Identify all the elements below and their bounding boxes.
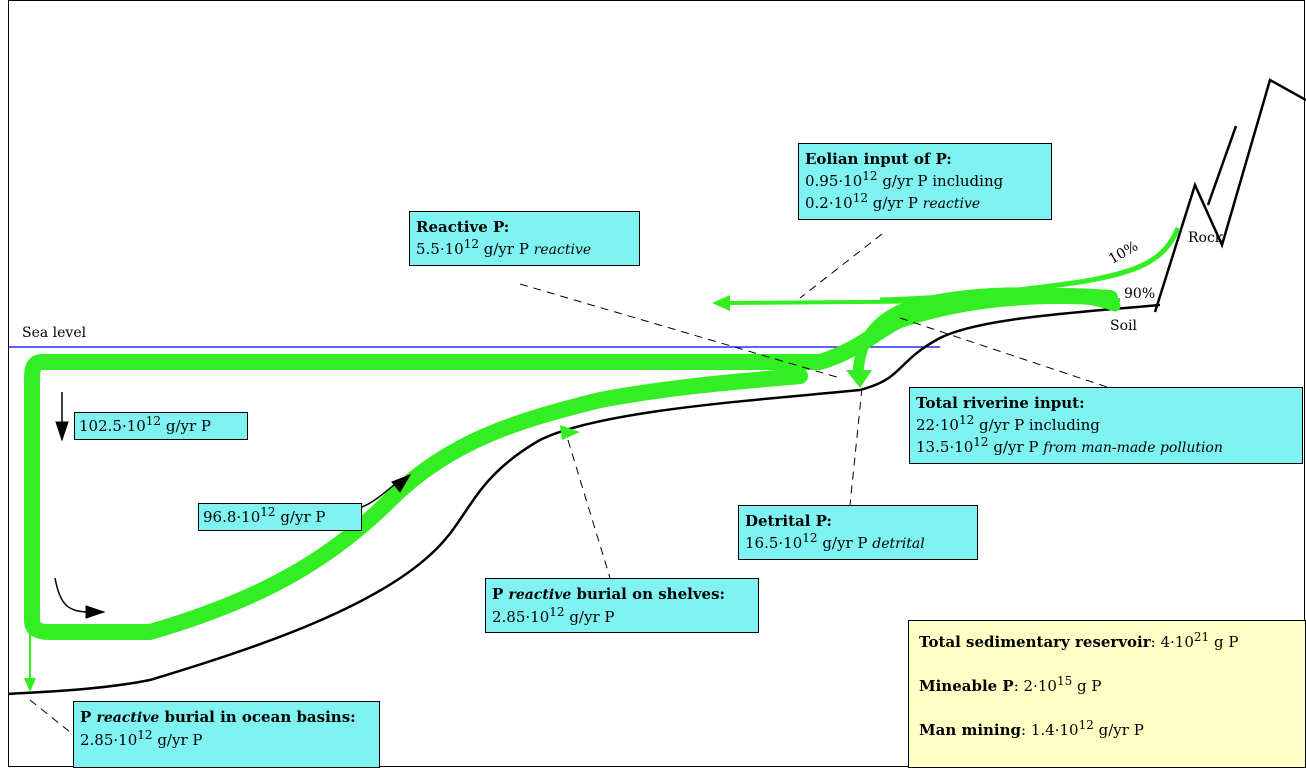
seafloor-profile	[7, 303, 1161, 696]
leader-lines	[29, 233, 1111, 741]
mountain-slope	[1206, 125, 1238, 206]
man-mining-row: Man mining: 1.4·1012 g/yr P	[919, 718, 1144, 739]
rock-label: Rock	[1188, 230, 1224, 246]
ocean-basin-burial-title: P reactive burial in ocean basins:	[80, 708, 356, 726]
phosphorus-flows	[24, 227, 1181, 692]
downward-flux-box: 102.5·1012 g/yr P	[74, 412, 248, 440]
soil-to-sea-arc	[852, 287, 1121, 378]
main-flow-loop	[24, 288, 1118, 640]
total-sedimentary-row: Total sedimentary reservoir: 4·1021 g P	[919, 630, 1239, 651]
eolian-title: Eolian input of P:	[805, 150, 952, 168]
ocean-basin-burial-box: P reactive burial in ocean basins: 2.85·…	[73, 701, 380, 768]
riverine-title: Total riverine input:	[916, 394, 1085, 412]
sedimentary-reservoir-box: Total sedimentary reservoir: 4·1021 g P …	[908, 620, 1306, 768]
riverine-input-box: Total riverine input: 22·1012 g/yr P inc…	[909, 387, 1303, 464]
sea-level-label: Sea level	[22, 325, 87, 341]
upward-flux-box: 96.8·1012 g/yr P	[198, 503, 362, 531]
shelf-arrowhead	[560, 425, 580, 440]
detrital-p-box: Detrital P: 16.5·1012 g/yr P detrital	[738, 505, 978, 560]
soil-label: Soil	[1110, 318, 1137, 334]
percent-90-label: 90%	[1124, 286, 1156, 302]
rock-flow	[879, 227, 1181, 303]
mineable-row: Mineable P: 2·1015 g P	[919, 674, 1102, 695]
mountain-outline	[1153, 78, 1306, 313]
soil-to-sea-arrowhead	[846, 370, 872, 388]
eolian-input-box: Eolian input of P: 0.95·1012 g/yr P incl…	[798, 143, 1052, 220]
reactive-title: Reactive P:	[416, 218, 510, 236]
shelf-burial-title: P reactive burial on shelves:	[492, 585, 726, 603]
flux-arrows	[54, 392, 412, 619]
basin-burial-arrowhead	[24, 678, 36, 692]
shelf-burial-box: P reactive burial on shelves: 2.85·1012 …	[485, 578, 759, 633]
eolian-arrowhead	[712, 295, 730, 311]
eolian-flow	[724, 298, 1121, 305]
reactive-p-box: Reactive P: 5.5·1012 g/yr P reactive	[409, 211, 640, 266]
detrital-title: Detrital P:	[745, 512, 832, 530]
